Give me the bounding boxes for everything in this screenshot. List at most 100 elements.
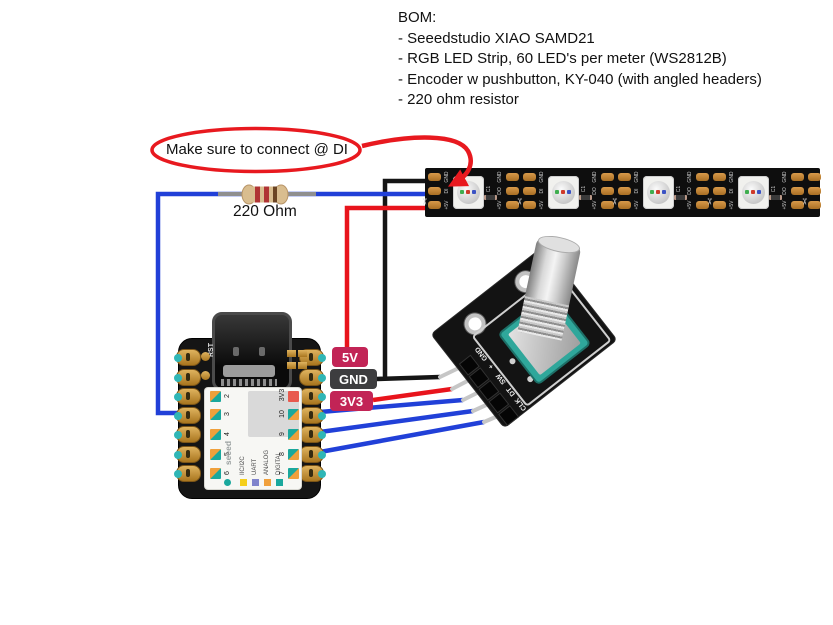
power-pin-square: [288, 391, 299, 402]
clk-wire: [319, 419, 485, 455]
legend-color-chip: [252, 479, 259, 486]
pad-slot: [186, 430, 190, 438]
strip-pad-label: +5V: [729, 200, 735, 210]
bom-items: - Seeedstudio XIAO SAMD21 - RGB LED Strip…: [398, 29, 762, 111]
pin-function-square: [210, 429, 221, 440]
pin-label-gnd: GND: [330, 369, 377, 389]
annotation-note: Make sure to connect @ DI: [166, 141, 348, 158]
bom-item: - Encoder w pushbutton, KY-040 (with ang…: [398, 70, 762, 88]
ws2812b-led: [738, 176, 769, 209]
led-chip: [662, 190, 666, 194]
usb-contact: [233, 347, 239, 356]
strip-pad-label: DO: [782, 187, 788, 195]
strip-pad-label: +5V: [497, 200, 503, 210]
swd-pad: [298, 350, 307, 357]
xiao-pad: [299, 388, 326, 405]
capacitor-label: C1: [581, 185, 587, 193]
bom-item: - 220 ohm resistor: [398, 91, 519, 108]
strip-pad-label: +5V: [634, 200, 640, 210]
strip-solder-pad: [618, 201, 631, 209]
strip-solder-pad: [713, 187, 726, 195]
xiao-pad: [299, 426, 326, 443]
pad-hole-dot: [174, 451, 182, 459]
pin-number: 3: [223, 412, 231, 416]
led-chip: [567, 190, 571, 194]
round-pad: [201, 352, 210, 361]
swd-pad: [298, 362, 307, 369]
pad-hole-dot: [174, 412, 182, 420]
strip-solder-pad: [791, 201, 804, 209]
strip-pad-label: DI: [729, 188, 735, 194]
led-strip-segment-end: [805, 168, 833, 217]
cut-scissors-icon: ✂: [419, 197, 430, 206]
strip-solder-pad: [601, 173, 614, 181]
strip-pad-label: GND: [539, 171, 545, 183]
legend-color-chip: [264, 479, 271, 486]
bom-item: - RGB LED Strip, 60 LED's per meter (WS2…: [398, 50, 727, 67]
xiao-pad: [174, 465, 201, 482]
led-chip: [460, 190, 464, 194]
cut-scissors-icon: ✂: [704, 197, 715, 206]
pin-function-square: [210, 409, 221, 420]
brand-logo-mark: [224, 479, 231, 486]
xiao-pad: [174, 369, 201, 386]
strip-solder-pad: [808, 173, 821, 181]
resistor-band: [273, 186, 277, 203]
pin-number: 10: [278, 410, 286, 418]
pad-hole-dot: [318, 451, 326, 459]
pad-slot: [186, 373, 190, 381]
strip-pad-label: GND: [729, 171, 735, 183]
cut-scissors-icon: ✂: [514, 197, 525, 206]
pad-slot: [186, 411, 190, 419]
strip-pad-label: GND: [687, 171, 693, 183]
bom-list: BOM: - Seeedstudio XIAO SAMD21- RGB LED …: [398, 8, 762, 111]
pad-slot: [309, 373, 313, 381]
strip-pad-label: +5V: [444, 200, 450, 210]
pad-slot: [186, 450, 190, 458]
bom-item: - Seeedstudio XIAO SAMD21: [398, 29, 595, 47]
led-chip: [650, 190, 654, 194]
strip-pad-label: +5V: [539, 200, 545, 210]
pad-slot: [309, 353, 313, 361]
pin-function-square: [288, 468, 299, 479]
strip-pad-label: +5V: [782, 200, 788, 210]
strip-solder-pad: [523, 201, 536, 209]
strip-pad-label: DO: [497, 187, 503, 195]
pad-hole-dot: [174, 374, 182, 382]
xiao-pad: [299, 407, 326, 424]
capacitor-label: C1: [771, 185, 777, 193]
capacitor-label: C1: [676, 185, 682, 193]
strip-solder-pad: [696, 187, 709, 195]
strip-pad-label: DI: [634, 188, 640, 194]
strip-solder-pad: [808, 187, 821, 195]
cut-scissors-icon: ✂: [799, 197, 810, 206]
ws2812b-led: [548, 176, 579, 209]
strip-solder-pad: [506, 173, 519, 181]
v3v3-wire: [372, 386, 453, 403]
strip-pad-label: GND: [634, 171, 640, 183]
pad-hole-dot: [318, 470, 326, 478]
pad-hole-dot: [318, 374, 326, 382]
xiao-pad: [299, 446, 326, 463]
strip-pad-label: +5V: [687, 200, 693, 210]
legend-label: DIGITAL: [276, 452, 282, 475]
strip-solder-pad: [523, 173, 536, 181]
strip-solder-pad: [428, 187, 441, 195]
pin-function-square: [210, 391, 221, 402]
usb-c-connector: [212, 312, 292, 391]
led-chip: [745, 190, 749, 194]
pad-hole-dot: [318, 393, 326, 401]
pad-hole-dot: [318, 431, 326, 439]
strip-pad-label: DI: [539, 188, 545, 194]
strip-solder-pad: [713, 173, 726, 181]
pad-hole-dot: [174, 393, 182, 401]
dt-wire: [319, 408, 474, 435]
strip-solder-pad: [506, 201, 519, 209]
xiao-pad: [174, 426, 201, 443]
pad-slot: [186, 469, 190, 477]
legend-label: ANALOG: [264, 449, 270, 475]
led-chip: [555, 190, 559, 194]
xiao-pad: [174, 407, 201, 424]
